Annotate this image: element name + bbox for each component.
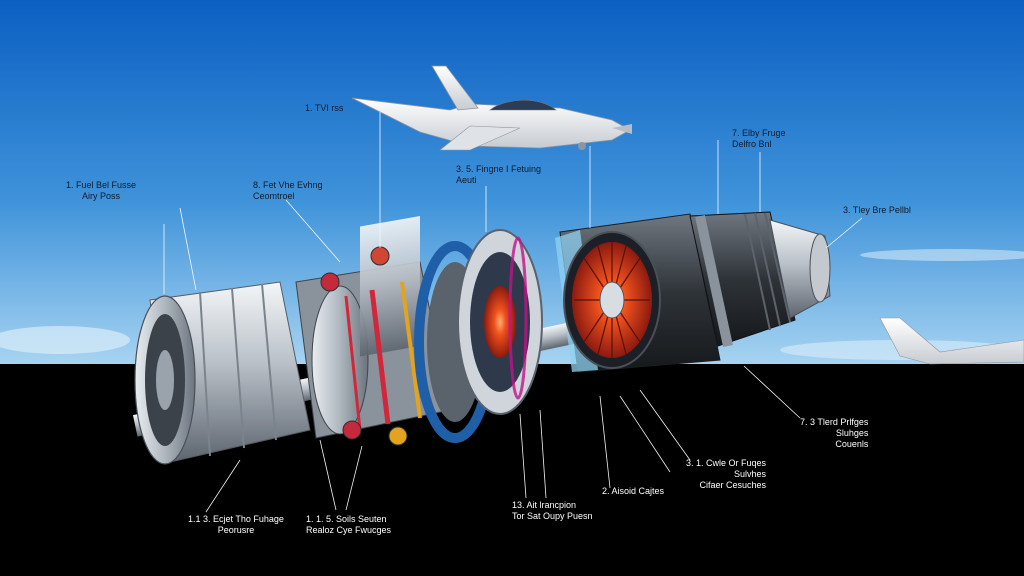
label-line: 7. 3 Tlerd Prlfges [800,417,869,427]
leader-line [345,445,363,511]
label-nozzle: 3. Tley Bre Pellbl [843,205,911,216]
leader-line [825,217,863,249]
label-compressor-lower: 1. 1. 5. Soils Seuten Realoz Cye Fwucges [306,514,391,536]
label-rear-upper: 7. Elby Fruge Delfro Bnl [732,128,786,150]
turbine-disk [457,229,543,415]
label-line: Airy Poss [82,191,121,201]
label-disk-lower: 2. Aisoid Cajtes [602,486,664,497]
leader-line [539,409,547,499]
leader-line [285,199,341,263]
label-line: 2. Aisoid Cajtes [602,486,665,496]
label-line: Delfro Bnl [732,139,772,149]
label-line: 8. Fet Vhe Evhng [253,180,323,190]
label-line: 1. TVI rss [305,103,344,113]
leader-line [519,413,527,499]
leader-line [743,365,801,419]
label-line: Cifaer Cesuches [699,480,767,490]
label-line: 3. 5. Fingne I Fetuing [456,164,542,174]
label-center-lower: 13. Ait lrancpion Tor Sat Oupy Puesn [512,500,593,522]
leader-line [205,459,241,513]
compressor-section [295,215,451,446]
leader-line [639,389,691,461]
label-line: Realoz Cye Fwucges [306,525,392,535]
label-line: 7. Elby Fruge [732,128,786,138]
label-line: 3. 1. Cwle Or Fuqes [686,458,767,468]
label-turbine-lower: 3. 1. Cwle Or Fuqes Sulvhes Cifaer Cesuc… [686,458,766,491]
label-line: Couenls [835,439,869,449]
label-line: Tor Sat Oupy Puesn [512,511,593,521]
label-line: Sluhges [835,428,869,438]
label-line: Peorusre [217,525,255,535]
label-line: 1. 1. 5. Soils Seuten [306,514,387,524]
label-compressor: 8. Fet Vhe Evhng Ceomtroel [253,180,323,202]
rear-turbine-casing [555,213,721,373]
aircraft-illustration [351,65,632,151]
label-intake-lower: 1.1 3. Ecjet Tho Fuhage Peorusre [188,514,284,536]
label-line: Aeuti [456,175,477,185]
leader-lines [163,112,863,513]
exploded-jet-engine [132,211,831,465]
aircraft-illustration [879,317,1024,365]
label-line: Sulvhes [734,469,767,479]
label-line: 1.1 3. Ecjet Tho Fuhage [188,514,284,524]
label-line: 3. Tley Bre Pellbl [843,205,911,215]
label-line: 13. Ait lrancpion [512,500,577,510]
exhaust-section [689,211,831,348]
cloud [0,326,130,354]
leader-line [179,207,197,291]
leader-line [619,395,671,473]
label-line: 1. Fuel Bel Fusse [66,180,137,190]
label-intake: 1. Fuel Bel Fusse Airy Poss [66,180,136,202]
label-aircraft: 1. TVI rss [305,103,343,114]
label-combustor: 3. 5. Fingne I Fetuing Aeuti [456,164,541,186]
cloud [860,249,1024,261]
label-line: Ceomtroel [253,191,295,201]
leader-line [599,395,611,489]
leader-line [319,439,337,511]
label-rear-lower: 7. 3 Tlerd Prlfges Sluhges Couenls [800,417,868,450]
intake-cowl [134,281,311,465]
